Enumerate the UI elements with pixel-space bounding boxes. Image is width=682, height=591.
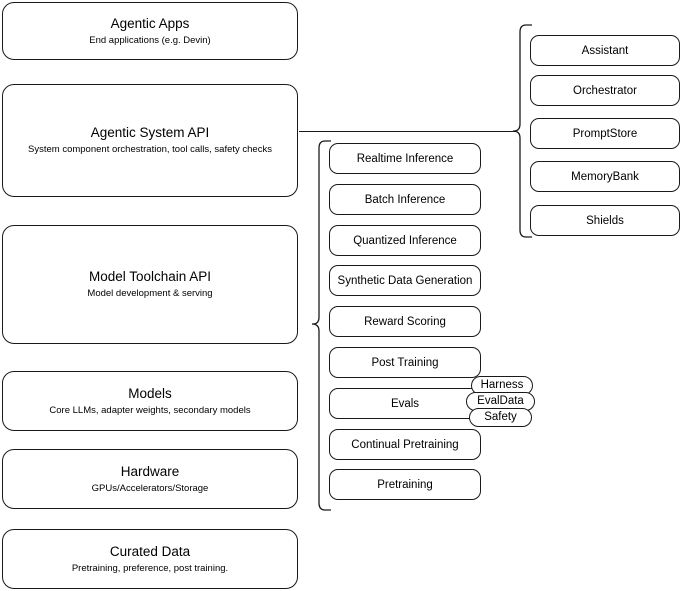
layer-agentic-apps[interactable]: Agentic Apps End applications (e.g. Devi… (2, 2, 298, 60)
agentic-chip-assistant[interactable]: Assistant (530, 35, 680, 66)
agentic-chip-promptstore[interactable]: PromptStore (530, 118, 680, 149)
brace-agentic-system-components (512, 24, 532, 238)
pill-label: Harness (480, 379, 524, 391)
layer-title: Curated Data (109, 543, 191, 559)
chip-label: Evals (390, 397, 420, 410)
chip-label: Shields (586, 214, 624, 227)
chip-label: Assistant (581, 44, 629, 57)
layer-subtitle: Pretraining, preference, post training. (71, 562, 229, 574)
pill-label: Safety (484, 411, 517, 423)
layer-title: Hardware (120, 463, 180, 479)
agentic-chip-orchestrator[interactable]: Orchestrator (530, 75, 680, 106)
chip-label: MemoryBank (571, 170, 639, 183)
chip-label: Continual Pretraining (351, 438, 459, 451)
evals-pill-safety[interactable]: Safety (469, 408, 532, 427)
pill-label: EvalData (477, 395, 524, 407)
toolchain-chip-quantized-inference[interactable]: Quantized Inference (329, 225, 481, 256)
layer-title: Agentic System API (90, 125, 210, 140)
evals-pill-evaldata[interactable]: EvalData (466, 392, 535, 411)
layer-subtitle: Core LLMs, adapter weights, secondary mo… (49, 404, 251, 416)
connector-agentic-system-to-components (299, 131, 517, 133)
chip-label: Synthetic Data Generation (337, 274, 473, 287)
toolchain-chip-evals[interactable]: Evals (329, 388, 481, 419)
layer-subtitle: End applications (e.g. Devin) (89, 34, 211, 46)
chip-label: Orchestrator (573, 84, 637, 97)
chip-label: Batch Inference (364, 193, 446, 206)
toolchain-chip-batch-inference[interactable]: Batch Inference (329, 184, 481, 215)
toolchain-chip-realtime-inference[interactable]: Realtime Inference (329, 143, 481, 174)
layer-subtitle: GPUs/Accelerators/Storage (91, 482, 209, 494)
brace-toolchain-components (311, 140, 331, 511)
chip-label: Post Training (371, 356, 439, 369)
layer-subtitle: Model development & serving (87, 288, 213, 299)
layer-agentic-system-api[interactable]: Agentic System API System component orch… (2, 84, 298, 197)
layer-curated-data[interactable]: Curated Data Pretraining, preference, po… (2, 529, 298, 589)
layer-subtitle: System component orchestration, tool cal… (28, 144, 272, 155)
layer-model-toolchain-api[interactable]: Model Toolchain API Model development & … (2, 225, 298, 344)
toolchain-chip-continual-pretraining[interactable]: Continual Pretraining (329, 429, 481, 460)
chip-label: Pretraining (377, 478, 433, 491)
layer-title: Agentic Apps (110, 15, 190, 31)
layer-title: Model Toolchain API (88, 269, 212, 284)
toolchain-chip-reward-scoring[interactable]: Reward Scoring (329, 306, 481, 337)
agentic-chip-shields[interactable]: Shields (530, 205, 680, 236)
chip-label: PromptStore (572, 127, 638, 140)
layer-title: Models (128, 385, 172, 401)
chip-label: Realtime Inference (356, 152, 454, 165)
chip-label: Reward Scoring (364, 315, 446, 328)
layer-hardware[interactable]: Hardware GPUs/Accelerators/Storage (2, 449, 298, 509)
layer-models[interactable]: Models Core LLMs, adapter weights, secon… (2, 371, 298, 431)
toolchain-chip-pretraining[interactable]: Pretraining (329, 469, 481, 500)
toolchain-chip-post-training[interactable]: Post Training (329, 347, 481, 378)
agentic-chip-memorybank[interactable]: MemoryBank (530, 161, 680, 192)
toolchain-chip-synthetic-data-generation[interactable]: Synthetic Data Generation (329, 265, 481, 296)
chip-label: Quantized Inference (353, 234, 457, 247)
